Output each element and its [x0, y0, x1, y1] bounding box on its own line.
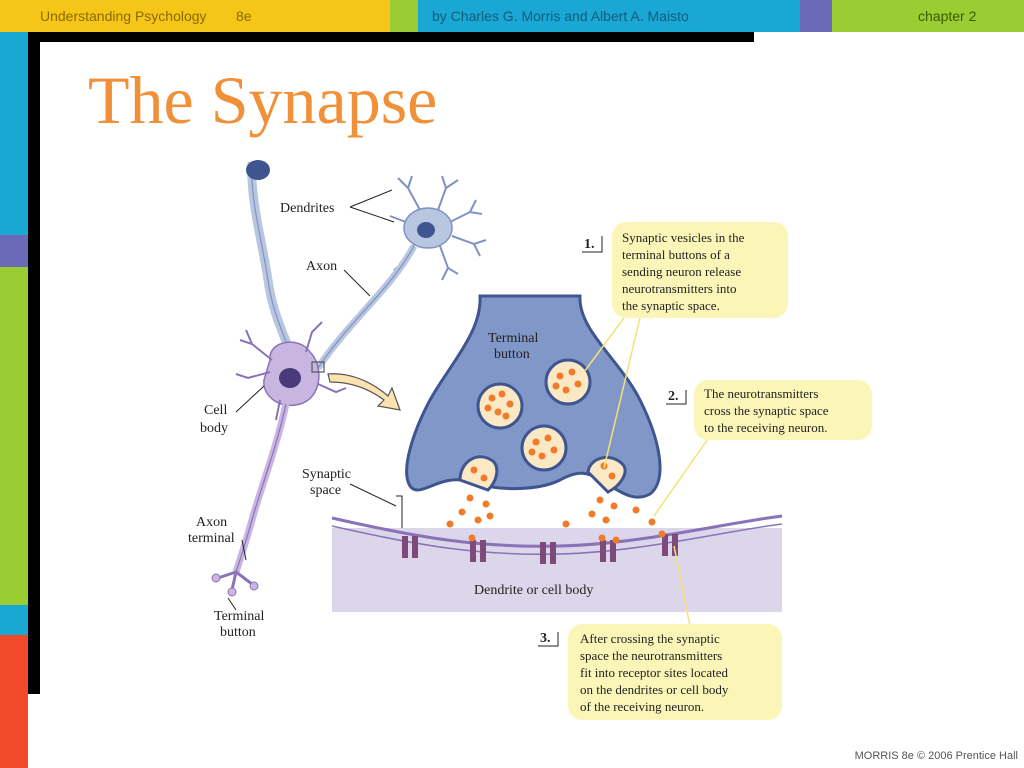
step-3-line: fit into receptor sites located [580, 665, 729, 680]
label-terminal-button-2: button [220, 625, 256, 640]
step-1-line: terminal buttons of a [622, 247, 730, 262]
label-button: button [494, 347, 530, 362]
book-title: Understanding Psychology [40, 8, 207, 24]
step-3: 3. After crossing the synaptic space the… [538, 624, 782, 720]
receiving-membrane [331, 514, 783, 548]
terminal-button-dot [211, 573, 221, 583]
label-cell: Cell [204, 403, 227, 418]
label-dendrite-or-cell-body: Dendrite or cell body [474, 583, 593, 598]
edition: 8e [236, 8, 252, 24]
label-terminal: Terminal [488, 331, 538, 346]
step-3-callout [568, 624, 782, 720]
label-terminal-button-1: Terminal [214, 609, 264, 624]
step-1-line: the synaptic space. [622, 298, 720, 313]
step-3-line: on the dendrites or cell body [580, 682, 729, 697]
slide-shadow-top [28, 32, 754, 42]
footer-credit: MORRIS 8e © 2006 Prentice Hall [854, 750, 1018, 762]
terminal-button-shape [405, 294, 662, 499]
neurotransmitter-molecules [446, 368, 666, 544]
label-axon: Axon [306, 259, 337, 274]
label-axon-terminal-2: terminal [188, 531, 235, 546]
step-2-line: The neurotransmitters [704, 386, 818, 401]
cell-nucleus [279, 368, 301, 388]
authors: by Charles G. Morris and Albert A. Maist… [432, 8, 689, 24]
step-3-number: 3. [540, 631, 551, 646]
step-1-line: Synaptic vesicles in the [622, 230, 745, 245]
side-strip-purple [0, 235, 28, 267]
axon-terminals [217, 570, 253, 591]
label-axon-terminal-1: Axon [196, 515, 227, 530]
neuron-illustration: Dendrites Axon Cell body Synaptic space … [188, 160, 487, 640]
step-2: 2. The neurotransmitters cross the synap… [666, 380, 872, 440]
svg-text:Synaptic vesicles in the: Synaptic vesicles in the terminal button… [622, 230, 748, 313]
header-accent-2 [800, 0, 832, 32]
step-2-line: to the receiving neuron. [704, 420, 827, 435]
header-book-section: Understanding Psychology 8e [0, 0, 390, 32]
step-1-number: 1. [584, 237, 595, 252]
step-1-callout [612, 222, 788, 318]
upper-axon [247, 161, 295, 354]
cell-dendrites [235, 321, 347, 421]
step-2-number: 2. [668, 389, 679, 404]
right-cell-nucleus [417, 222, 435, 238]
header-author-section: by Charles G. Morris and Albert A. Maist… [418, 0, 800, 32]
step-1-line: sending neuron release [622, 264, 741, 279]
label-dendrites: Dendrites [280, 201, 334, 216]
side-strip-red [0, 635, 28, 768]
zoom-box [311, 361, 325, 373]
vesicles [458, 358, 627, 494]
side-strip-blue [0, 32, 28, 235]
side-strip-cyan [0, 605, 28, 635]
header-accent-1 [390, 0, 418, 32]
label-synaptic: Synaptic [302, 467, 351, 482]
step-3-line: space the neurotransmitters [580, 648, 722, 663]
slide-shadow-left [28, 32, 40, 694]
step-3-line: of the receiving neuron. [580, 699, 704, 714]
step-1-line: neurotransmitters into [622, 281, 736, 296]
step-2-line: cross the synaptic space [704, 403, 829, 418]
slide-title: The Synapse [88, 62, 438, 138]
receptor-sites [402, 534, 678, 564]
zoom-arrow [327, 373, 401, 411]
header-chapter-section: chapter 2 [832, 0, 1024, 32]
step-2-callout [694, 380, 872, 440]
step-3-line: After crossing the synaptic [580, 631, 720, 646]
synapse-closeup: Terminal button Dendrite or cell body [331, 294, 783, 627]
side-strip-green [0, 267, 28, 605]
label-space: space [310, 483, 341, 498]
step-1: 1. Synaptic vesicles in the terminal but… [582, 222, 788, 318]
chapter-label: chapter 2 [918, 8, 977, 24]
svg-text:The neurotransmitters cr: The neurotransmitters cross the synaptic… [704, 386, 832, 435]
svg-text:After crossing the synaptic: After crossing the synaptic space the ne… [580, 631, 732, 714]
upper-cell-nucleus [246, 160, 270, 180]
label-body: body [200, 421, 228, 436]
